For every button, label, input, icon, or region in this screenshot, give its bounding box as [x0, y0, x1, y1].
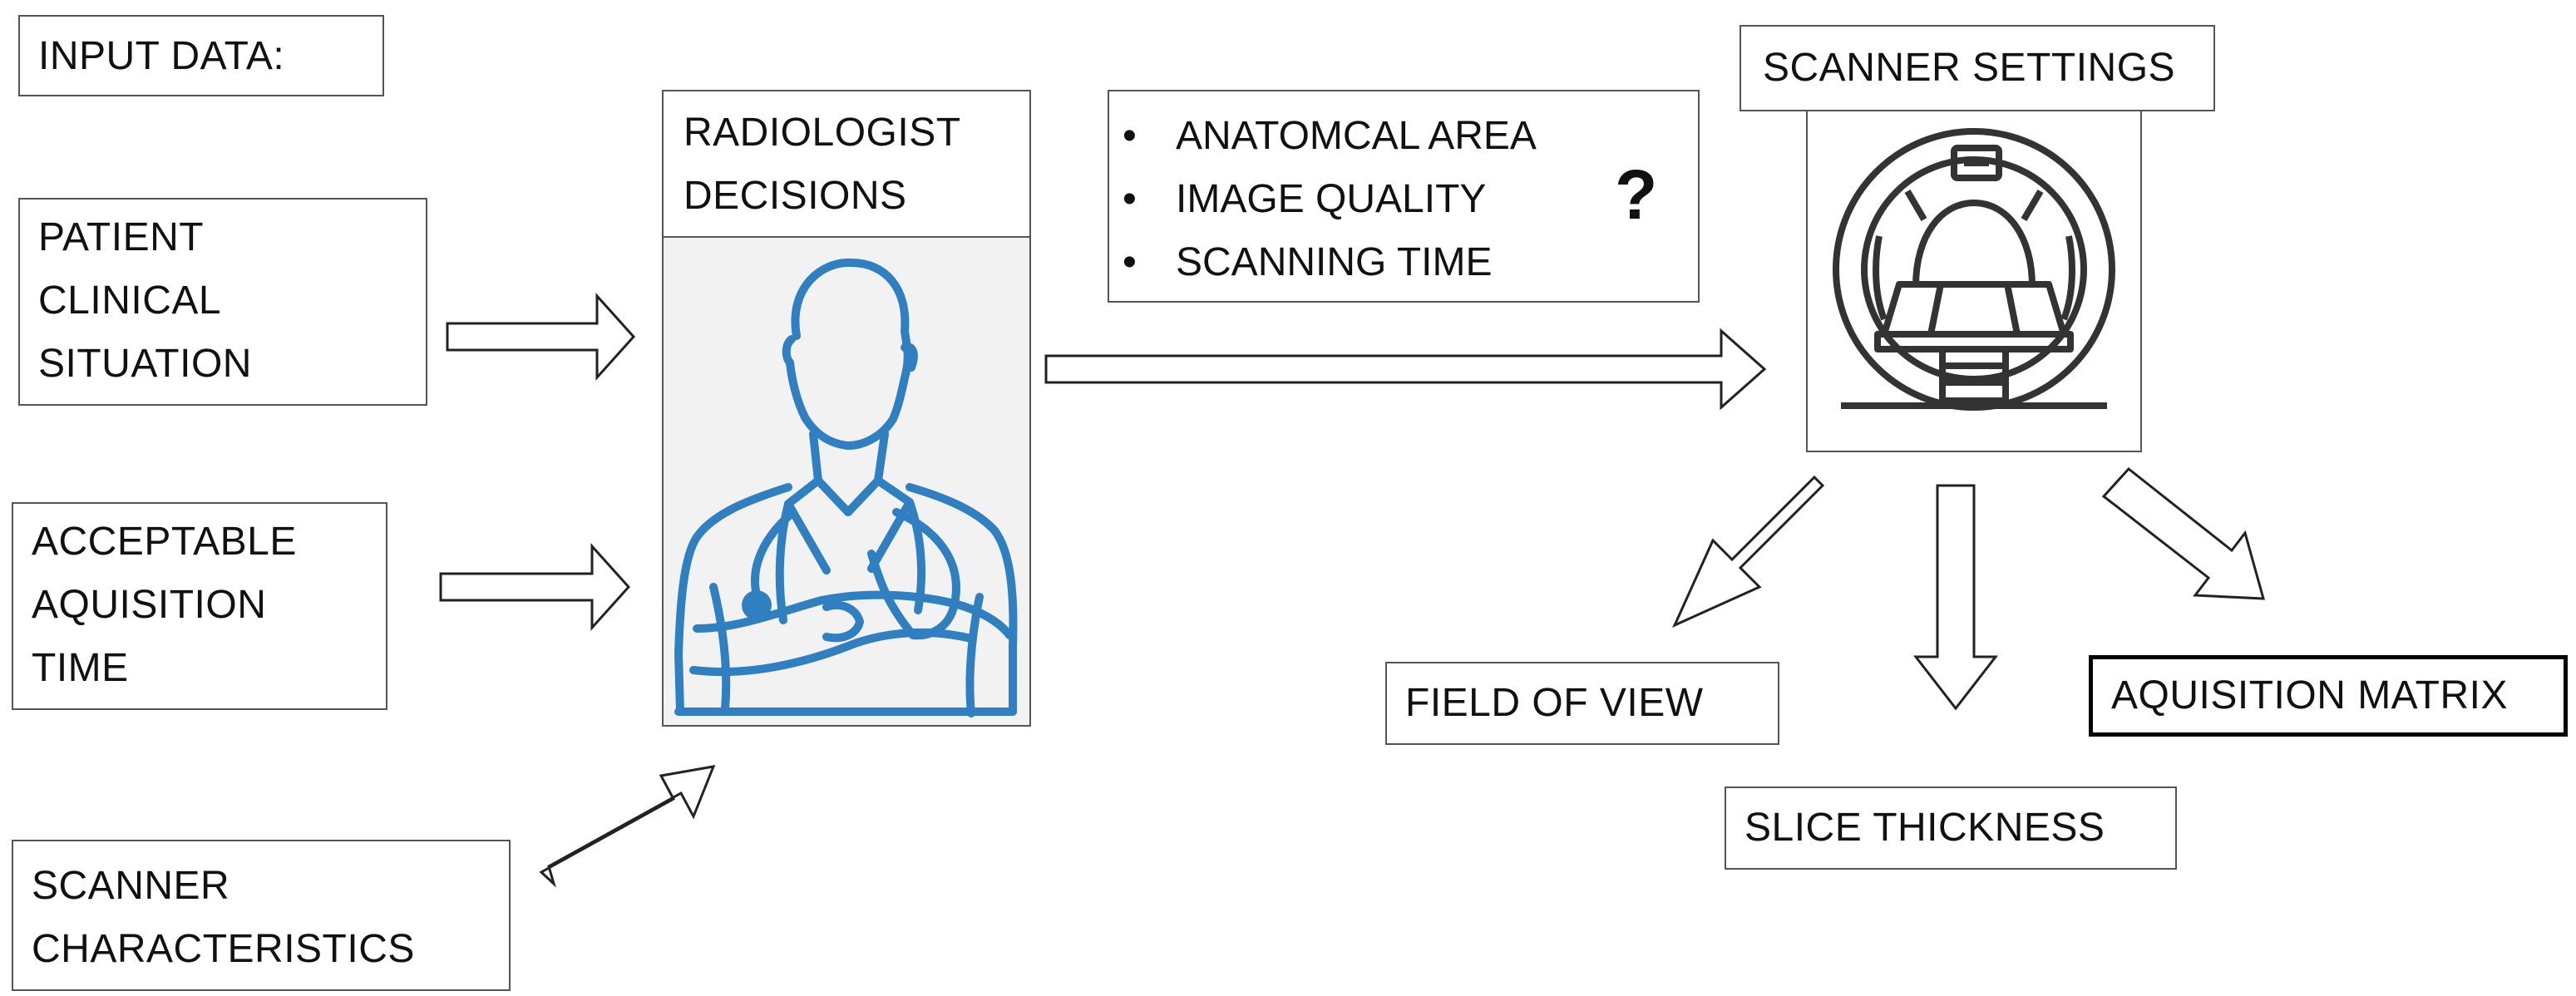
time-line-1: ACCEPTABLE [32, 520, 297, 564]
arrow-patient-to-radiologist [446, 293, 636, 381]
scanner-line-2: CHARACTERISTICS [32, 927, 415, 971]
mri-scanner-icon [1833, 128, 2115, 411]
patient-clinical-situation-box: PATIENT CLINICAL SITUATION [18, 198, 427, 406]
input-data-box: INPUT DATA: [18, 15, 384, 96]
criteria-box: ANATOMCAL AREA IMAGE QUALITY SCANNING TI… [1108, 90, 1700, 303]
radiologist-decisions-box: RADIOLOGIST DECISIONS [662, 90, 1031, 238]
scanner-image-box [1806, 110, 2142, 452]
slice-thickness-box: SLICE THICKNESS [1725, 786, 2177, 870]
radiologist-image-box [662, 236, 1031, 727]
arrow-settings-to-slice [1912, 484, 1999, 711]
patient-line-3: SITUATION [38, 342, 252, 386]
scanner-characteristics-label: SCANNER CHARACTERISTICS [32, 855, 415, 981]
time-line-3: TIME [32, 646, 129, 690]
arrow-radiologist-to-settings [1044, 328, 1767, 411]
acceptable-aquisition-time-label: ACCEPTABLE AQUISITION TIME [32, 510, 297, 700]
stethoscope-chestpiece [742, 590, 772, 620]
arrow-time-to-radiologist [439, 543, 631, 631]
scanner-settings-title-box: SCANNER SETTINGS [1740, 25, 2215, 111]
scanner-settings-title: SCANNER SETTINGS [1763, 46, 2176, 90]
criteria-item-scanning-time: SCANNING TIME [1109, 231, 1537, 294]
question-mark: ? [1615, 155, 1658, 234]
field-of-view-label: FIELD OF VIEW [1405, 681, 1704, 725]
patient-clinical-situation-label: PATIENT CLINICAL SITUATION [38, 206, 252, 396]
radiologist-line-2: DECISIONS [683, 174, 907, 218]
criteria-list: ANATOMCAL AREA IMAGE QUALITY SCANNING TI… [1109, 105, 1537, 294]
aquisition-matrix-label: AQUISITION MATRIX [2111, 673, 2508, 717]
radiologist-decisions-label: RADIOLOGIST DECISIONS [683, 101, 961, 228]
criteria-item-anatomical-area: ANATOMCAL AREA [1109, 105, 1537, 168]
slice-thickness-label: SLICE THICKNESS [1744, 806, 2105, 850]
field-of-view-box: FIELD OF VIEW [1385, 662, 1779, 745]
aquisition-matrix-box: AQUISITION MATRIX [2089, 655, 2568, 737]
patient-line-2: CLINICAL [38, 279, 222, 323]
scanner-characteristics-box: SCANNER CHARACTERISTICS [12, 840, 511, 991]
arrow-settings-to-fov [1672, 475, 1825, 628]
patient-line-1: PATIENT [38, 215, 205, 259]
criteria-item-image-quality: IMAGE QUALITY [1109, 168, 1537, 231]
radiologist-line-1: RADIOLOGIST [683, 111, 961, 155]
acceptable-aquisition-time-box: ACCEPTABLE AQUISITION TIME [12, 502, 387, 710]
doctor-icon [674, 258, 1018, 717]
input-data-title: INPUT DATA: [38, 34, 285, 78]
arrow-scanner-to-radiologist [539, 765, 716, 888]
scanner-line-1: SCANNER [32, 864, 230, 908]
time-line-2: AQUISITION [32, 583, 267, 627]
arrow-settings-to-matrix [2101, 466, 2266, 600]
